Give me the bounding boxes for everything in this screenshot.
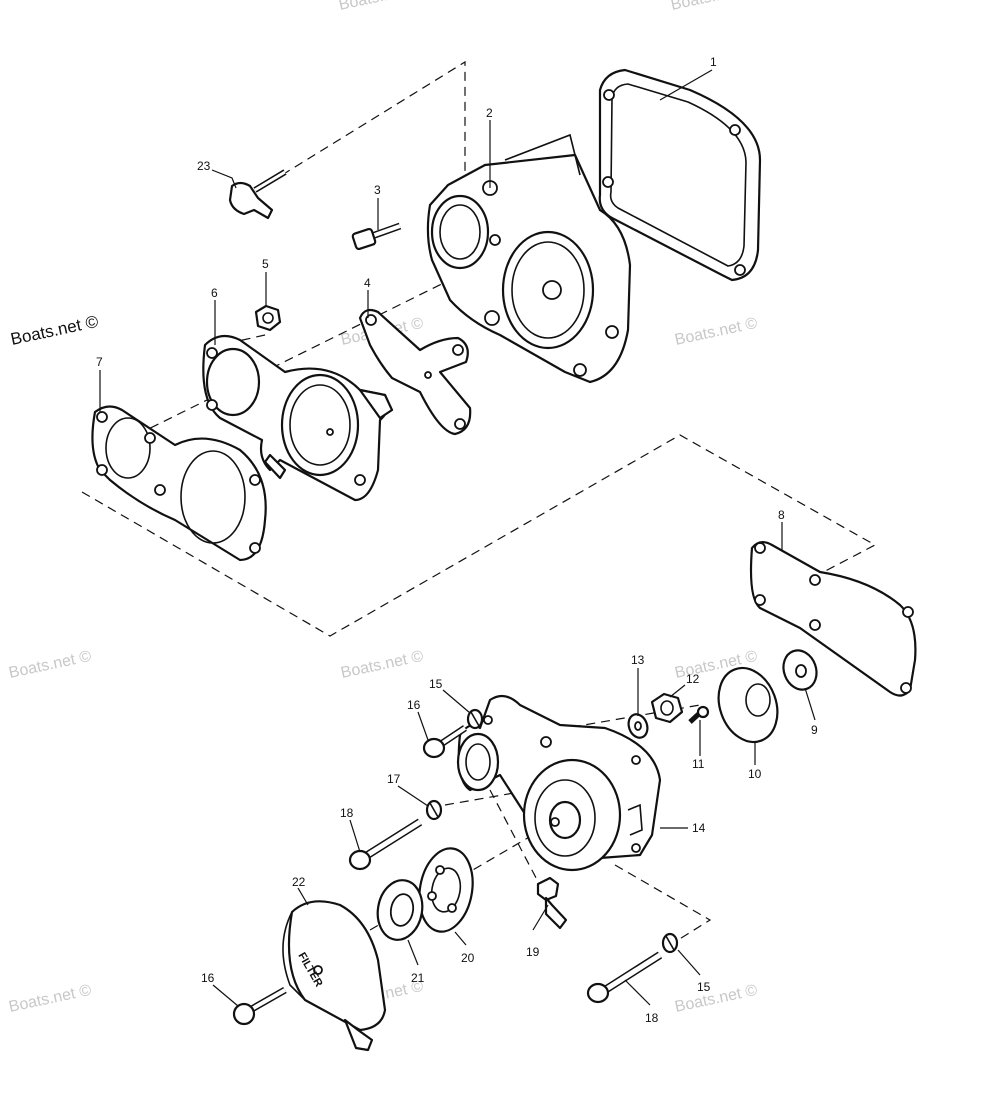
callout-16-upper: 16 — [407, 698, 421, 712]
lock-washer-15-upper — [466, 708, 484, 730]
bracket-plate-4 — [358, 308, 472, 436]
callout-16-lower: 16 — [201, 971, 215, 985]
watermark: Boats.net © — [339, 648, 425, 682]
watermark: Boats.net © — [7, 648, 93, 682]
manifold-cover-6 — [202, 334, 394, 502]
filter-cover-22: FILTER — [282, 900, 387, 1052]
callout-15-lower: 15 — [697, 980, 711, 994]
callout-12: 12 — [686, 672, 700, 686]
screw-18-lower — [586, 951, 663, 1004]
watermark: Boats.net © — [673, 982, 759, 1016]
watermark-prominent: Boats.net © — [9, 312, 101, 349]
lock-washer-15-lower — [661, 932, 679, 954]
screw-18-upper — [348, 818, 423, 871]
callout-6: 6 — [211, 286, 218, 300]
callout-18-lower: 18 — [645, 1011, 659, 1025]
pump-housing-14 — [456, 694, 662, 872]
screw-3 — [351, 222, 402, 251]
callout-10: 10 — [748, 767, 762, 781]
callout-9: 9 — [811, 723, 818, 737]
callout-18-upper: 18 — [340, 806, 354, 820]
callout-5: 5 — [262, 257, 269, 271]
screw-16-lower — [232, 986, 287, 1026]
washer-21 — [376, 879, 424, 941]
watermark: Boats.net © — [669, 0, 755, 14]
nut-5 — [254, 304, 282, 332]
lock-washer-17 — [425, 799, 443, 821]
callout-19: 19 — [526, 945, 540, 959]
callout-11: 11 — [692, 757, 705, 771]
washer-9 — [782, 649, 818, 691]
callout-20: 20 — [461, 951, 475, 965]
watermark: Boats.net © — [7, 982, 93, 1016]
leader-lines — [99, 69, 816, 1007]
callout-17: 17 — [387, 772, 401, 786]
callout-2: 2 — [486, 106, 493, 120]
callout-15-upper: 15 — [429, 677, 443, 691]
screw-16-upper — [422, 725, 467, 759]
gasket-7 — [91, 405, 267, 562]
watermark: Boats.net © — [337, 0, 423, 14]
callout-1: 1 — [710, 55, 717, 69]
elbow-fitting-23 — [228, 169, 287, 220]
watermark: Boats.net © — [673, 315, 759, 349]
callout-7: 7 — [96, 355, 103, 369]
callout-21: 21 — [411, 971, 425, 985]
callout-22: 22 — [292, 875, 306, 889]
callout-8: 8 — [778, 508, 785, 522]
gasket-8 — [749, 541, 917, 697]
callout-14: 14 — [692, 821, 706, 835]
callout-13: 13 — [631, 653, 645, 667]
callout-labels: 1 2 3 4 5 6 7 8 9 10 11 12 13 14 15 15 1… — [96, 55, 818, 1025]
nipple-fitting-19 — [536, 876, 568, 930]
washer-13 — [627, 713, 649, 739]
callout-23: 23 — [197, 159, 211, 173]
nut-12 — [650, 692, 684, 724]
callout-4: 4 — [364, 276, 371, 290]
diaphragm-10 — [717, 666, 779, 744]
screw-11 — [688, 705, 710, 724]
valve-plate-20 — [418, 847, 474, 933]
pump-cover-2 — [426, 133, 632, 384]
callout-3: 3 — [374, 183, 381, 197]
